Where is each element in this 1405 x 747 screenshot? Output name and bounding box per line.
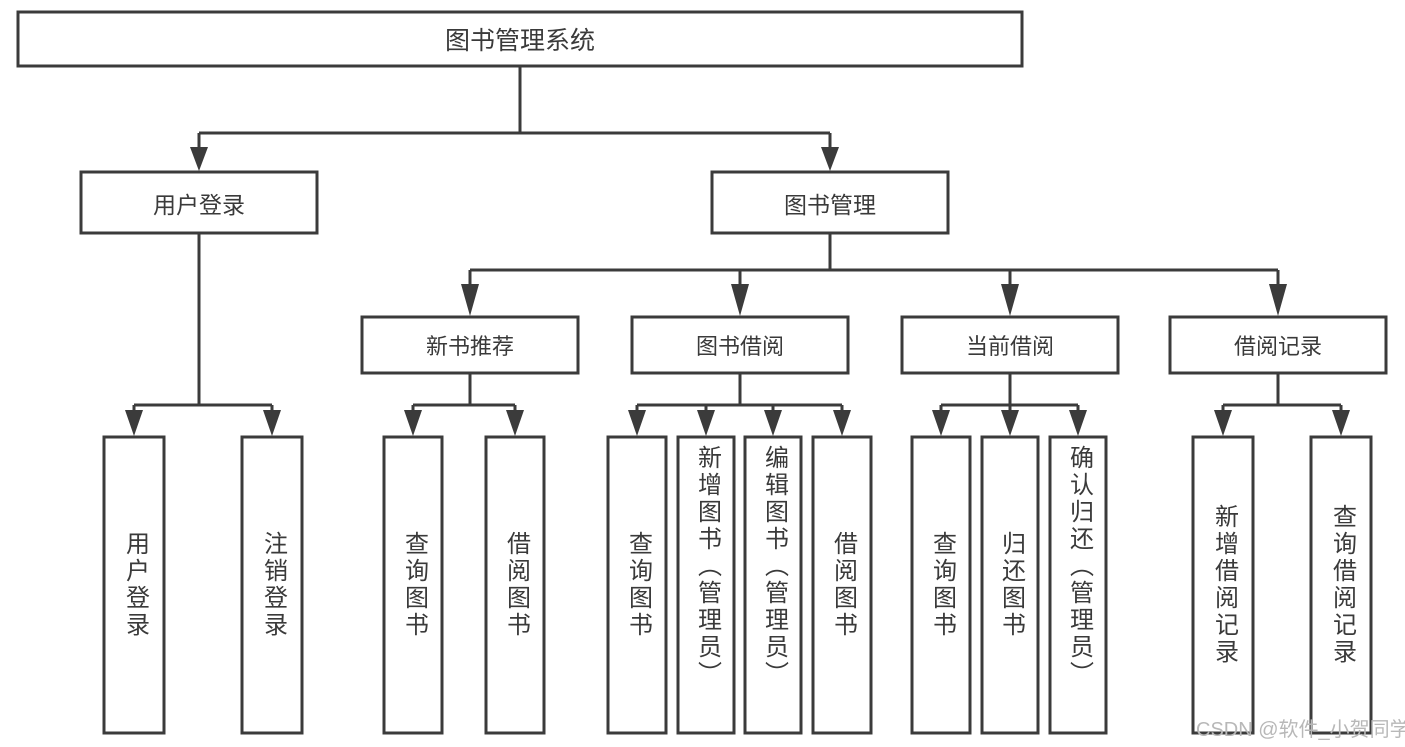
link-bookborrow-bus [635, 373, 844, 427]
node-box-book-manage[interactable] [710, 170, 950, 235]
node-box-book-borrow[interactable] [630, 315, 850, 375]
arrowhead-leaf-11 [1069, 410, 1087, 436]
arrowhead-leaf-3 [404, 410, 422, 436]
arrowhead-leaf-6 [697, 410, 715, 436]
node-box-leaf-query-book-2[interactable] [606, 435, 668, 735]
node-box-root[interactable] [16, 10, 1024, 68]
arrowhead-leaf-12 [1214, 410, 1232, 436]
node-box-current-borrow[interactable] [900, 315, 1120, 375]
arrowhead-borrow-record [1269, 284, 1287, 316]
node-box-leaf-add-book-admin[interactable] [676, 435, 736, 735]
arrowhead-user-login [190, 147, 208, 171]
node-box-leaf-query-book-3[interactable] [910, 435, 972, 735]
arrowhead-book-borrow [731, 284, 749, 316]
node-box-leaf-borrow-book-1[interactable] [484, 435, 546, 735]
arrowhead-layer [125, 147, 1350, 436]
arrowhead-leaf-7 [764, 410, 782, 436]
link-borrowrecord-bus [1221, 373, 1343, 427]
node-box-leaf-confirm-return-admin[interactable] [1048, 435, 1108, 735]
node-box-leaf-return-book[interactable] [980, 435, 1040, 735]
node-box-leaf-borrow-book-2[interactable] [811, 435, 873, 735]
arrowhead-leaf-10 [1001, 410, 1019, 436]
arrowhead-book-manage [821, 147, 839, 171]
node-box-user-login[interactable] [79, 170, 319, 235]
node-box-borrow-record[interactable] [1168, 315, 1388, 375]
arrowhead-new-book [461, 284, 479, 316]
arrowhead-leaf-13 [1332, 410, 1350, 436]
node-box-layer [16, 10, 1388, 735]
watermark-text: CSDN @软件_小贺同学 [1196, 719, 1405, 741]
node-box-leaf-query-book-1[interactable] [382, 435, 444, 735]
node-box-new-book-recommend[interactable] [360, 315, 580, 375]
node-box-leaf-add-borrow-record[interactable] [1191, 435, 1255, 735]
arrowhead-leaf-8 [833, 410, 851, 436]
arrowhead-leaf-5 [628, 410, 646, 436]
node-box-leaf-user-login[interactable] [102, 435, 166, 735]
link-userlogin-bus [132, 233, 274, 427]
link-bookmanage-bus [468, 233, 1280, 308]
node-box-leaf-logout-login[interactable] [240, 435, 304, 735]
arrowhead-leaf-9 [932, 410, 950, 436]
node-box-leaf-edit-book-admin[interactable] [743, 435, 803, 735]
arrowhead-leaf-1 [125, 410, 143, 436]
arrowhead-current-borrow [1001, 284, 1019, 316]
link-root-bus [197, 66, 832, 163]
arrowhead-leaf-4 [506, 410, 524, 436]
arrowhead-leaf-2 [263, 410, 281, 436]
link-newbook-bus [411, 373, 517, 427]
node-box-leaf-query-borrow-record[interactable] [1309, 435, 1373, 735]
